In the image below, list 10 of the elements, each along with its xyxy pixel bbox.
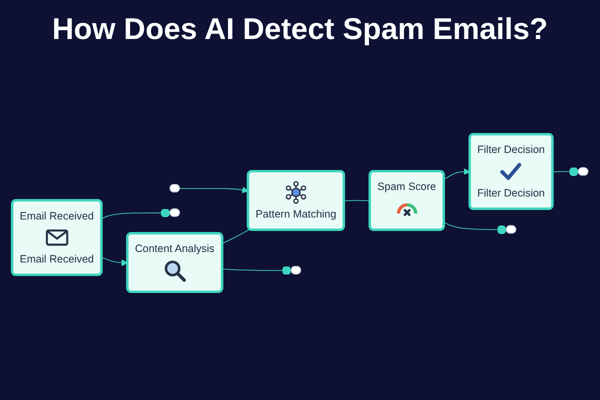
connector xyxy=(222,266,292,276)
connector xyxy=(344,200,371,202)
connector xyxy=(444,222,508,234)
arrow xyxy=(179,186,249,194)
connector xyxy=(222,228,250,244)
title: How Does AI Detect Spam Emails? xyxy=(51,12,549,48)
connector xyxy=(101,208,171,219)
arrow xyxy=(444,168,470,180)
connector xyxy=(552,167,580,176)
arrow xyxy=(101,256,128,266)
